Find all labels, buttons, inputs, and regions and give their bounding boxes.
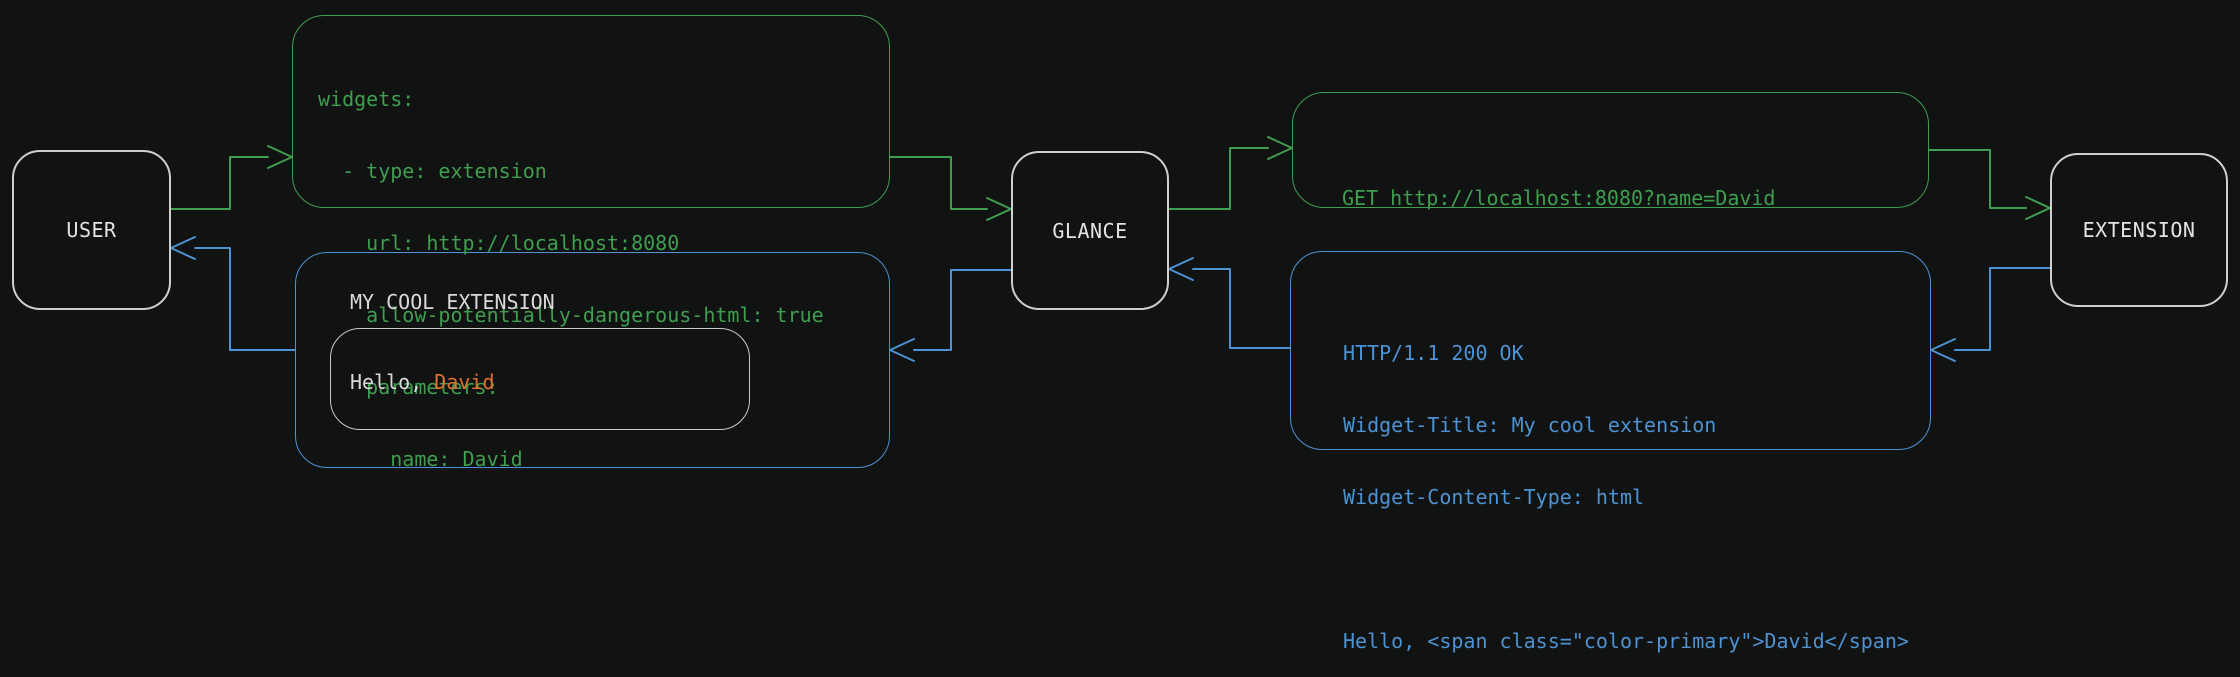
request-box	[1292, 92, 1929, 208]
config-code-line: - type: extension	[318, 159, 547, 183]
widget-preview-box	[330, 328, 750, 430]
arrow-config-to-glance	[889, 156, 988, 210]
node-extension: EXTENSION	[2050, 153, 2228, 307]
response-code-line	[1343, 557, 1909, 581]
arrow-extension-to-response	[1954, 267, 2051, 351]
arrow-response-to-glance	[1192, 268, 1291, 349]
arrow-request-to-extension	[1928, 149, 2027, 209]
arrow-user-to-config	[170, 156, 269, 210]
request-code-line: GET http://localhost:8080?name=David	[1342, 186, 1776, 210]
arrowhead-extension-to-response	[1930, 338, 1956, 362]
response-box	[1290, 251, 1931, 450]
arrowhead-user-to-config	[267, 145, 293, 169]
node-extension-label: EXTENSION	[2082, 218, 2196, 242]
greeting-prefix: Hello,	[350, 370, 435, 394]
config-code: widgets: - type: extension url: http://l…	[318, 39, 824, 495]
greeting-name: David	[434, 370, 495, 394]
node-glance: GLANCE	[1011, 151, 1169, 310]
response-code-line: Widget-Content-Type: html	[1343, 485, 1645, 509]
response-code: HTTP/1.1 200 OK Widget-Title: My cool ex…	[1343, 293, 1909, 677]
response-code-line: Hello, <span class="color-primary">David…	[1343, 629, 1909, 653]
widget-box	[295, 252, 890, 468]
arrow-widget-to-user	[194, 247, 296, 351]
response-code-line: HTTP/1.1 200 OK	[1343, 341, 1524, 365]
config-code-line: widgets:	[318, 87, 415, 111]
config-code-line: allow-potentially-dangerous-html: true	[318, 303, 824, 327]
arrow-glance-to-request	[1168, 147, 1269, 210]
node-user-label: USER	[66, 218, 117, 242]
connector-layer	[170, 136, 2051, 362]
arrowhead-request-to-extension	[2025, 196, 2051, 220]
node-glance-label: GLANCE	[1052, 218, 1128, 243]
arrowhead-glance-to-widget	[889, 338, 915, 362]
response-code-line: Widget-Title: My cool extension	[1343, 413, 1717, 437]
config-code-line: url: http://localhost:8080	[318, 231, 680, 255]
node-user: USER	[12, 150, 171, 310]
widget-title: MY COOL EXTENSION	[350, 290, 555, 314]
arrow-glance-to-widget	[913, 269, 1012, 351]
greeting-text: Hello, David	[350, 370, 495, 394]
diagram-canvas: { "colors": { "background": "#111212", "…	[12, 15, 2228, 653]
arrowhead-config-to-glance	[986, 197, 1012, 221]
config-box	[292, 15, 890, 208]
arrowhead-response-to-glance	[1168, 257, 1194, 281]
arrowhead-widget-to-user	[170, 236, 196, 260]
config-code-line: parameters:	[318, 375, 499, 399]
request-code: GET http://localhost:8080?name=David	[1342, 138, 1775, 234]
config-code-line: name: David	[318, 447, 523, 471]
arrowhead-glance-to-request	[1267, 136, 1293, 160]
